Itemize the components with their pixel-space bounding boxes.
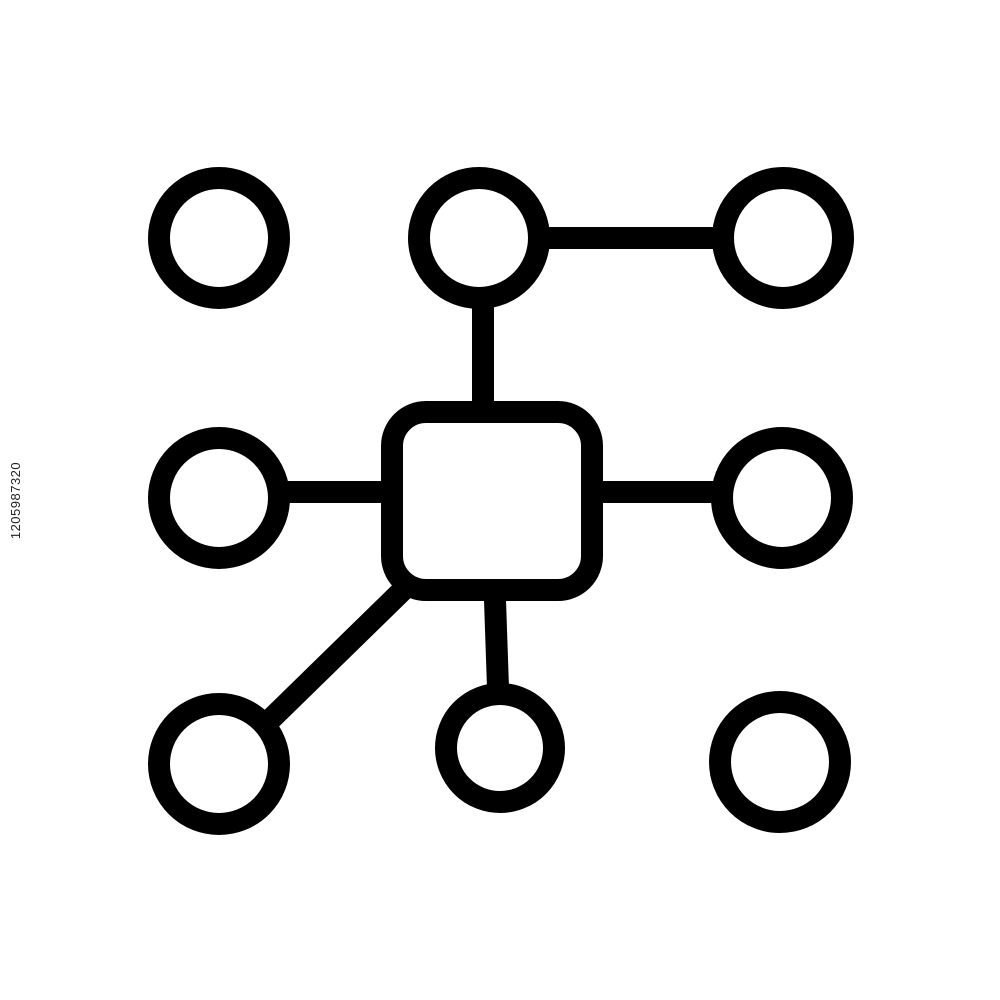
node-top-middle <box>408 167 550 309</box>
node-top-right <box>712 167 854 309</box>
node-bottom-left <box>148 693 290 835</box>
node-top-left <box>148 167 290 309</box>
stock-id-text: 1205987320 <box>8 461 24 539</box>
connector-hub-to-bottom-middle <box>484 589 509 699</box>
node-middle-left <box>148 427 290 569</box>
node-middle-right <box>711 427 853 569</box>
node-bottom-right <box>709 691 851 833</box>
stock-id-watermark: 1205987320 <box>4 0 28 1000</box>
connector-hub-to-bottom-left <box>261 577 416 729</box>
hub-square <box>381 401 603 601</box>
node-bottom-middle <box>435 683 565 813</box>
